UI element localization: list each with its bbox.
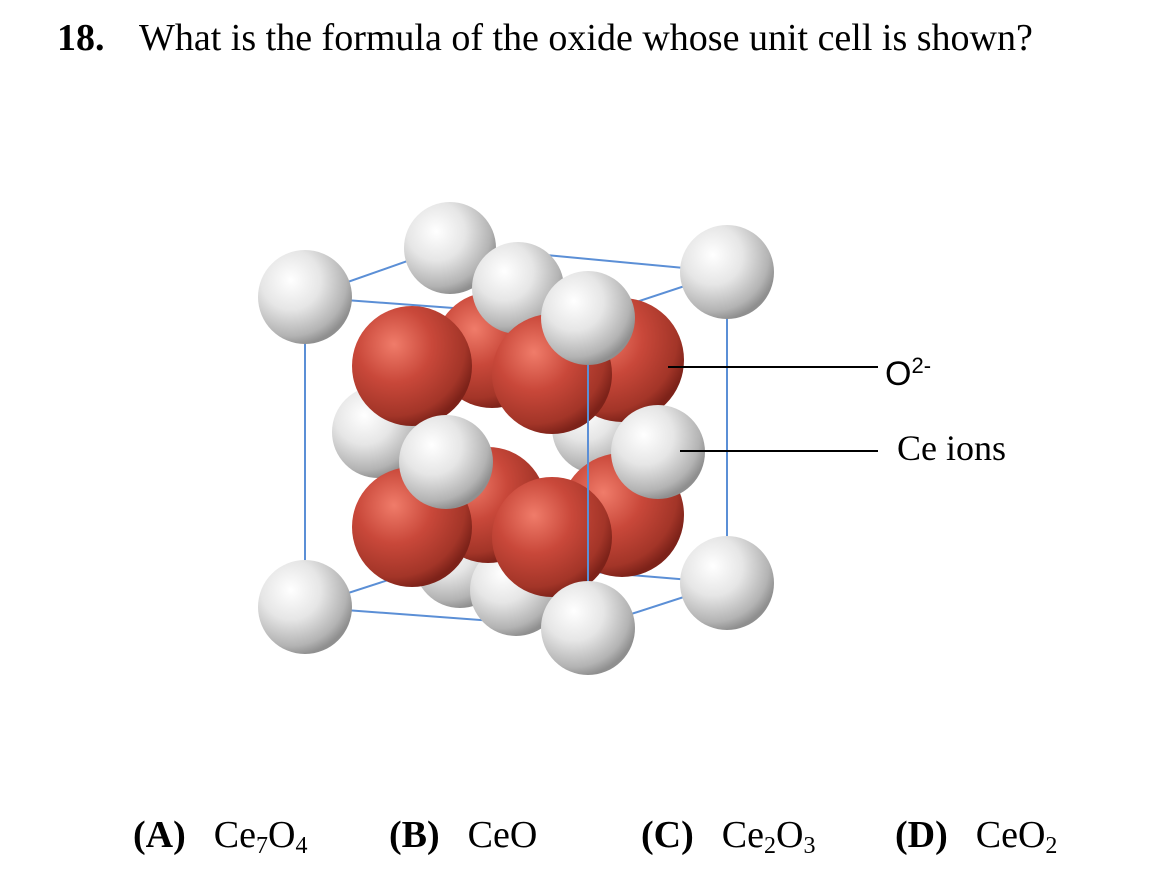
- choice-c-subscript-1: 2: [763, 833, 776, 859]
- choice-d[interactable]: (D) CeO2: [895, 813, 1057, 868]
- label-leader-lines: [668, 366, 878, 452]
- question-text: What is the formula of the oxide whose u…: [139, 17, 1033, 59]
- question-number: 18.: [57, 17, 105, 59]
- choice-d-subscript-1: 2: [1045, 833, 1058, 859]
- choice-c[interactable]: (C) Ce2O3: [641, 813, 815, 868]
- choice-a[interactable]: (A) Ce7O4: [133, 813, 307, 868]
- choice-b-formula: CeO: [467, 814, 538, 856]
- choice-a-subscript-2: 4: [295, 833, 308, 859]
- choice-c-formula: Ce2O3: [721, 814, 816, 859]
- oxide-ion-symbol: O: [885, 355, 912, 393]
- choice-c-letter: (C): [641, 814, 694, 856]
- choice-c-subscript-2: 3: [803, 833, 816, 859]
- oxide-ion-charge: 2-: [911, 353, 932, 378]
- cerium-ion-label: Ce ions: [897, 428, 1007, 468]
- cerium-ion-top-center: [472, 242, 564, 334]
- choice-a-part-2: O: [267, 814, 296, 856]
- choice-a-subscript-1: 7: [255, 833, 268, 859]
- choice-b-letter: (B): [389, 814, 440, 856]
- choice-a-letter: (A): [133, 814, 186, 856]
- choice-a-part-1: Ce: [213, 814, 256, 856]
- choice-c-part-1: Ce: [721, 814, 764, 856]
- choice-b[interactable]: (B) CeO: [389, 813, 537, 857]
- oxide-ion-label: O2-: [885, 346, 931, 394]
- choice-c-part-2: O: [775, 814, 804, 856]
- choice-a-formula: Ce7O4: [213, 814, 308, 859]
- choice-d-letter: (D): [895, 814, 948, 856]
- choice-d-part-1: CeO: [975, 814, 1046, 856]
- cerium-ions-front: [258, 225, 774, 675]
- choice-d-formula: CeO2: [975, 814, 1058, 859]
